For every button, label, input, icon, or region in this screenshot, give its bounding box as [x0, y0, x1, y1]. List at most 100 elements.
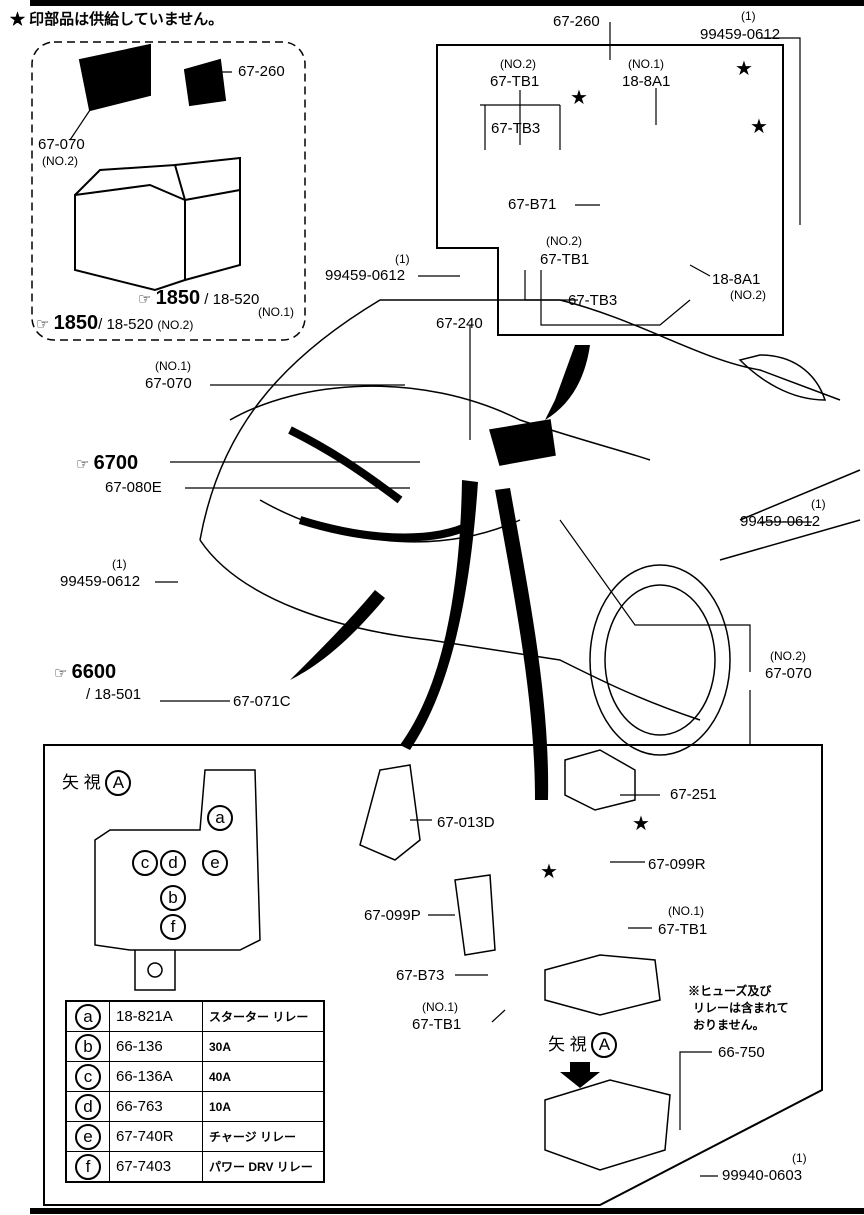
text-label: A	[591, 1032, 618, 1058]
text-label: b	[75, 1033, 101, 1060]
part-label: 67-070	[38, 136, 85, 153]
text-label: 40A	[202, 1061, 325, 1092]
fuse-note: おりません。	[693, 1018, 765, 1032]
part-label: 67-TB1	[412, 1016, 462, 1033]
variant-label: (NO.1)	[155, 359, 191, 373]
part-label: 67-251	[670, 786, 717, 803]
part-label: 67-TB1	[658, 921, 708, 938]
position-marker: b	[160, 885, 186, 911]
part-label: 99459-0612	[325, 267, 406, 284]
part-label: 67-071C	[233, 693, 291, 710]
ref-number[interactable]: / 18-501	[86, 686, 142, 703]
text-label: e	[202, 850, 228, 876]
part-label: 99459-0612	[740, 513, 821, 530]
part-label: 99459-0612	[700, 26, 781, 43]
part-label: 67-013D	[437, 814, 495, 831]
text-label: 66-763	[109, 1091, 203, 1122]
star-icon: ★	[735, 58, 753, 80]
part-label: 67-070	[145, 375, 192, 392]
text-label: d	[75, 1093, 101, 1120]
part-label: 99940-0603	[722, 1167, 803, 1184]
text-label: e	[75, 1123, 101, 1150]
text-label: A	[105, 770, 132, 796]
part-label: 67-260	[238, 63, 285, 80]
variant-label: (NO.1)	[258, 305, 294, 319]
unsupplied-parts-note: ★ 印部品は供給していません。	[10, 11, 224, 28]
star-icon: ★	[570, 87, 588, 109]
text-label: f	[75, 1153, 101, 1180]
part-label: 67-070	[765, 665, 812, 682]
text-label: 矢 視	[62, 773, 101, 792]
qty-label: (1)	[741, 9, 756, 23]
part-label: 18-8A1	[712, 271, 761, 288]
reference-link[interactable]: ☞ 1850 / 18-520	[138, 287, 260, 309]
text-label: 66-136A	[109, 1061, 203, 1092]
view-a-label: 矢 視 A	[62, 770, 132, 796]
variant-label: (NO.1)	[422, 1000, 458, 1014]
position-marker: c	[132, 850, 158, 876]
position-marker: f	[160, 914, 186, 940]
reference-link[interactable]: ☞ 1850/ 18-520 (NO.2)	[36, 312, 194, 334]
variant-label: (NO.2)	[500, 57, 536, 71]
qty-label: (1)	[112, 557, 127, 571]
star-icon: ★	[632, 813, 650, 835]
part-label: 67-080E	[105, 479, 162, 496]
qty-label: (1)	[792, 1151, 807, 1165]
terminal-detail-frame	[436, 44, 784, 336]
variant-label: (NO.2)	[730, 288, 766, 302]
text-label: (NO.2)	[157, 318, 194, 332]
qty-label: (1)	[395, 252, 410, 266]
text-label: f	[160, 914, 186, 940]
position-marker: d	[160, 850, 186, 876]
text-label: 67-7403	[109, 1151, 203, 1183]
text-label: c	[132, 850, 158, 876]
part-label: 67-TB1	[540, 251, 590, 268]
text-label: スターター リレー	[202, 1000, 325, 1032]
part-label: 67-B73	[396, 967, 445, 984]
top-rule	[30, 0, 864, 6]
part-label: 67-TB3	[491, 120, 541, 137]
position-marker: a	[207, 805, 233, 831]
reference-link[interactable]: ☞ 6700	[76, 452, 139, 474]
variant-label: (NO.2)	[770, 649, 806, 663]
star-icon: ★	[540, 861, 558, 883]
reference-link[interactable]: ☞ 6600	[54, 661, 117, 683]
text-label: 67-740R	[109, 1121, 203, 1152]
ref-number: 1850	[155, 287, 201, 309]
part-label: 99459-0612	[60, 573, 141, 590]
text-label: b	[160, 885, 186, 911]
ref-number: 1850	[53, 312, 99, 334]
text-label: パワー DRV リレー	[202, 1151, 325, 1183]
fuse-note: リレーは含まれて	[693, 1001, 789, 1015]
fusebox-top-view	[94, 769, 261, 991]
part-label: 67-260	[553, 13, 600, 30]
ref-number: / 18-520	[204, 291, 260, 308]
text-label: 18-821A	[109, 1000, 203, 1032]
variant-label: (NO.1)	[668, 904, 704, 918]
battery-detail-frame	[31, 41, 306, 341]
text-label: 10A	[202, 1091, 325, 1122]
ref-number: 6600	[71, 661, 117, 683]
part-label: 18-8A1	[622, 73, 671, 90]
text-label: c	[75, 1063, 101, 1090]
qty-label: (1)	[811, 497, 826, 511]
part-label: 67-B71	[508, 196, 557, 213]
variant-label: (NO.1)	[628, 57, 664, 71]
part-label: 67-TB1	[490, 73, 540, 90]
star-icon: ★	[750, 116, 768, 138]
ref-number: / 18-520	[98, 316, 154, 333]
fuse-note: ※ヒューズ及び	[688, 984, 772, 998]
text-label: 30A	[202, 1031, 325, 1062]
text-label: 66-136	[109, 1031, 203, 1062]
variant-label: (NO.2)	[546, 234, 582, 248]
vehicle-illustration	[199, 299, 861, 756]
part-label: 67-240	[436, 315, 483, 332]
part-label: 67-099R	[648, 856, 706, 873]
